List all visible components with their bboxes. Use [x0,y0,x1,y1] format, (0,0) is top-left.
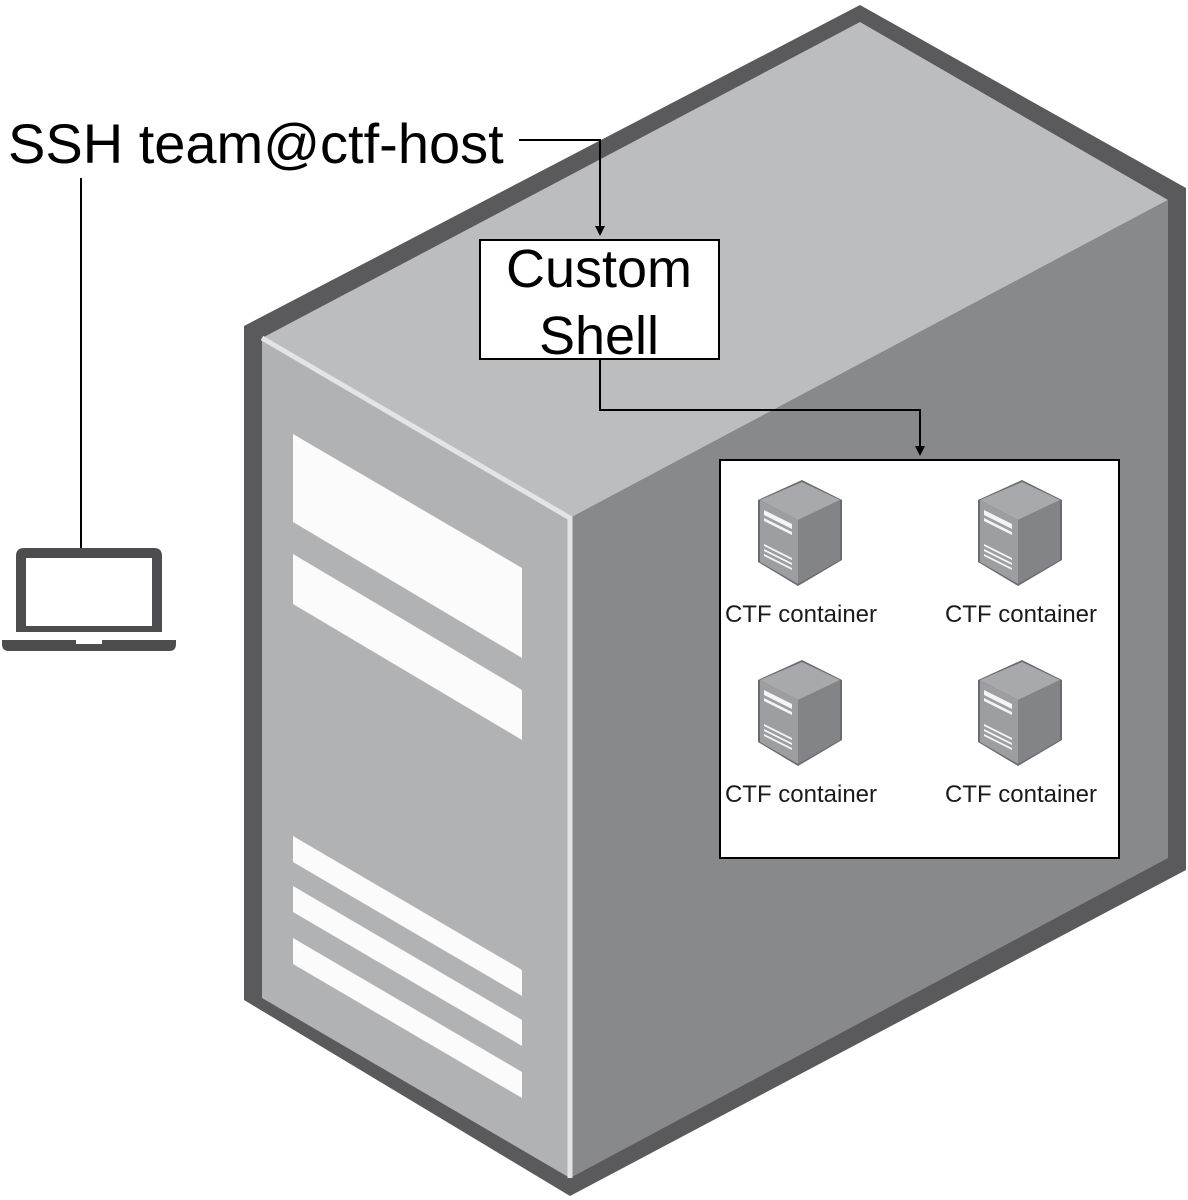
server-icon [758,660,842,766]
server-icon [978,480,1062,586]
ctf-container-label: CTF container [725,781,877,808]
server-icon [978,660,1062,766]
ssh-command-label: SSH team@ctf-host [8,112,504,175]
shell-to-containers-arrow [599,360,925,456]
custom-shell-label-line2: Shell [539,306,659,366]
front-panel-vents [293,434,522,1098]
ctf-container: CTF container [945,660,1097,808]
server-icon [758,480,842,586]
ctf-container: CTF container [945,480,1097,628]
ctf-container-label: CTF container [945,601,1097,628]
ctf-container: CTF container [725,480,877,628]
ctf-container-label: CTF container [725,601,877,628]
custom-shell-label-line1: Custom [506,239,692,299]
laptop-icon [2,548,176,651]
custom-shell-box: Custom Shell [479,239,720,366]
containers-box: CTF container CTF container CTF contai [719,459,1120,859]
ctf-container: CTF container [725,660,877,808]
ssh-to-shell-arrow [519,139,605,236]
ctf-container-label: CTF container [945,781,1097,808]
